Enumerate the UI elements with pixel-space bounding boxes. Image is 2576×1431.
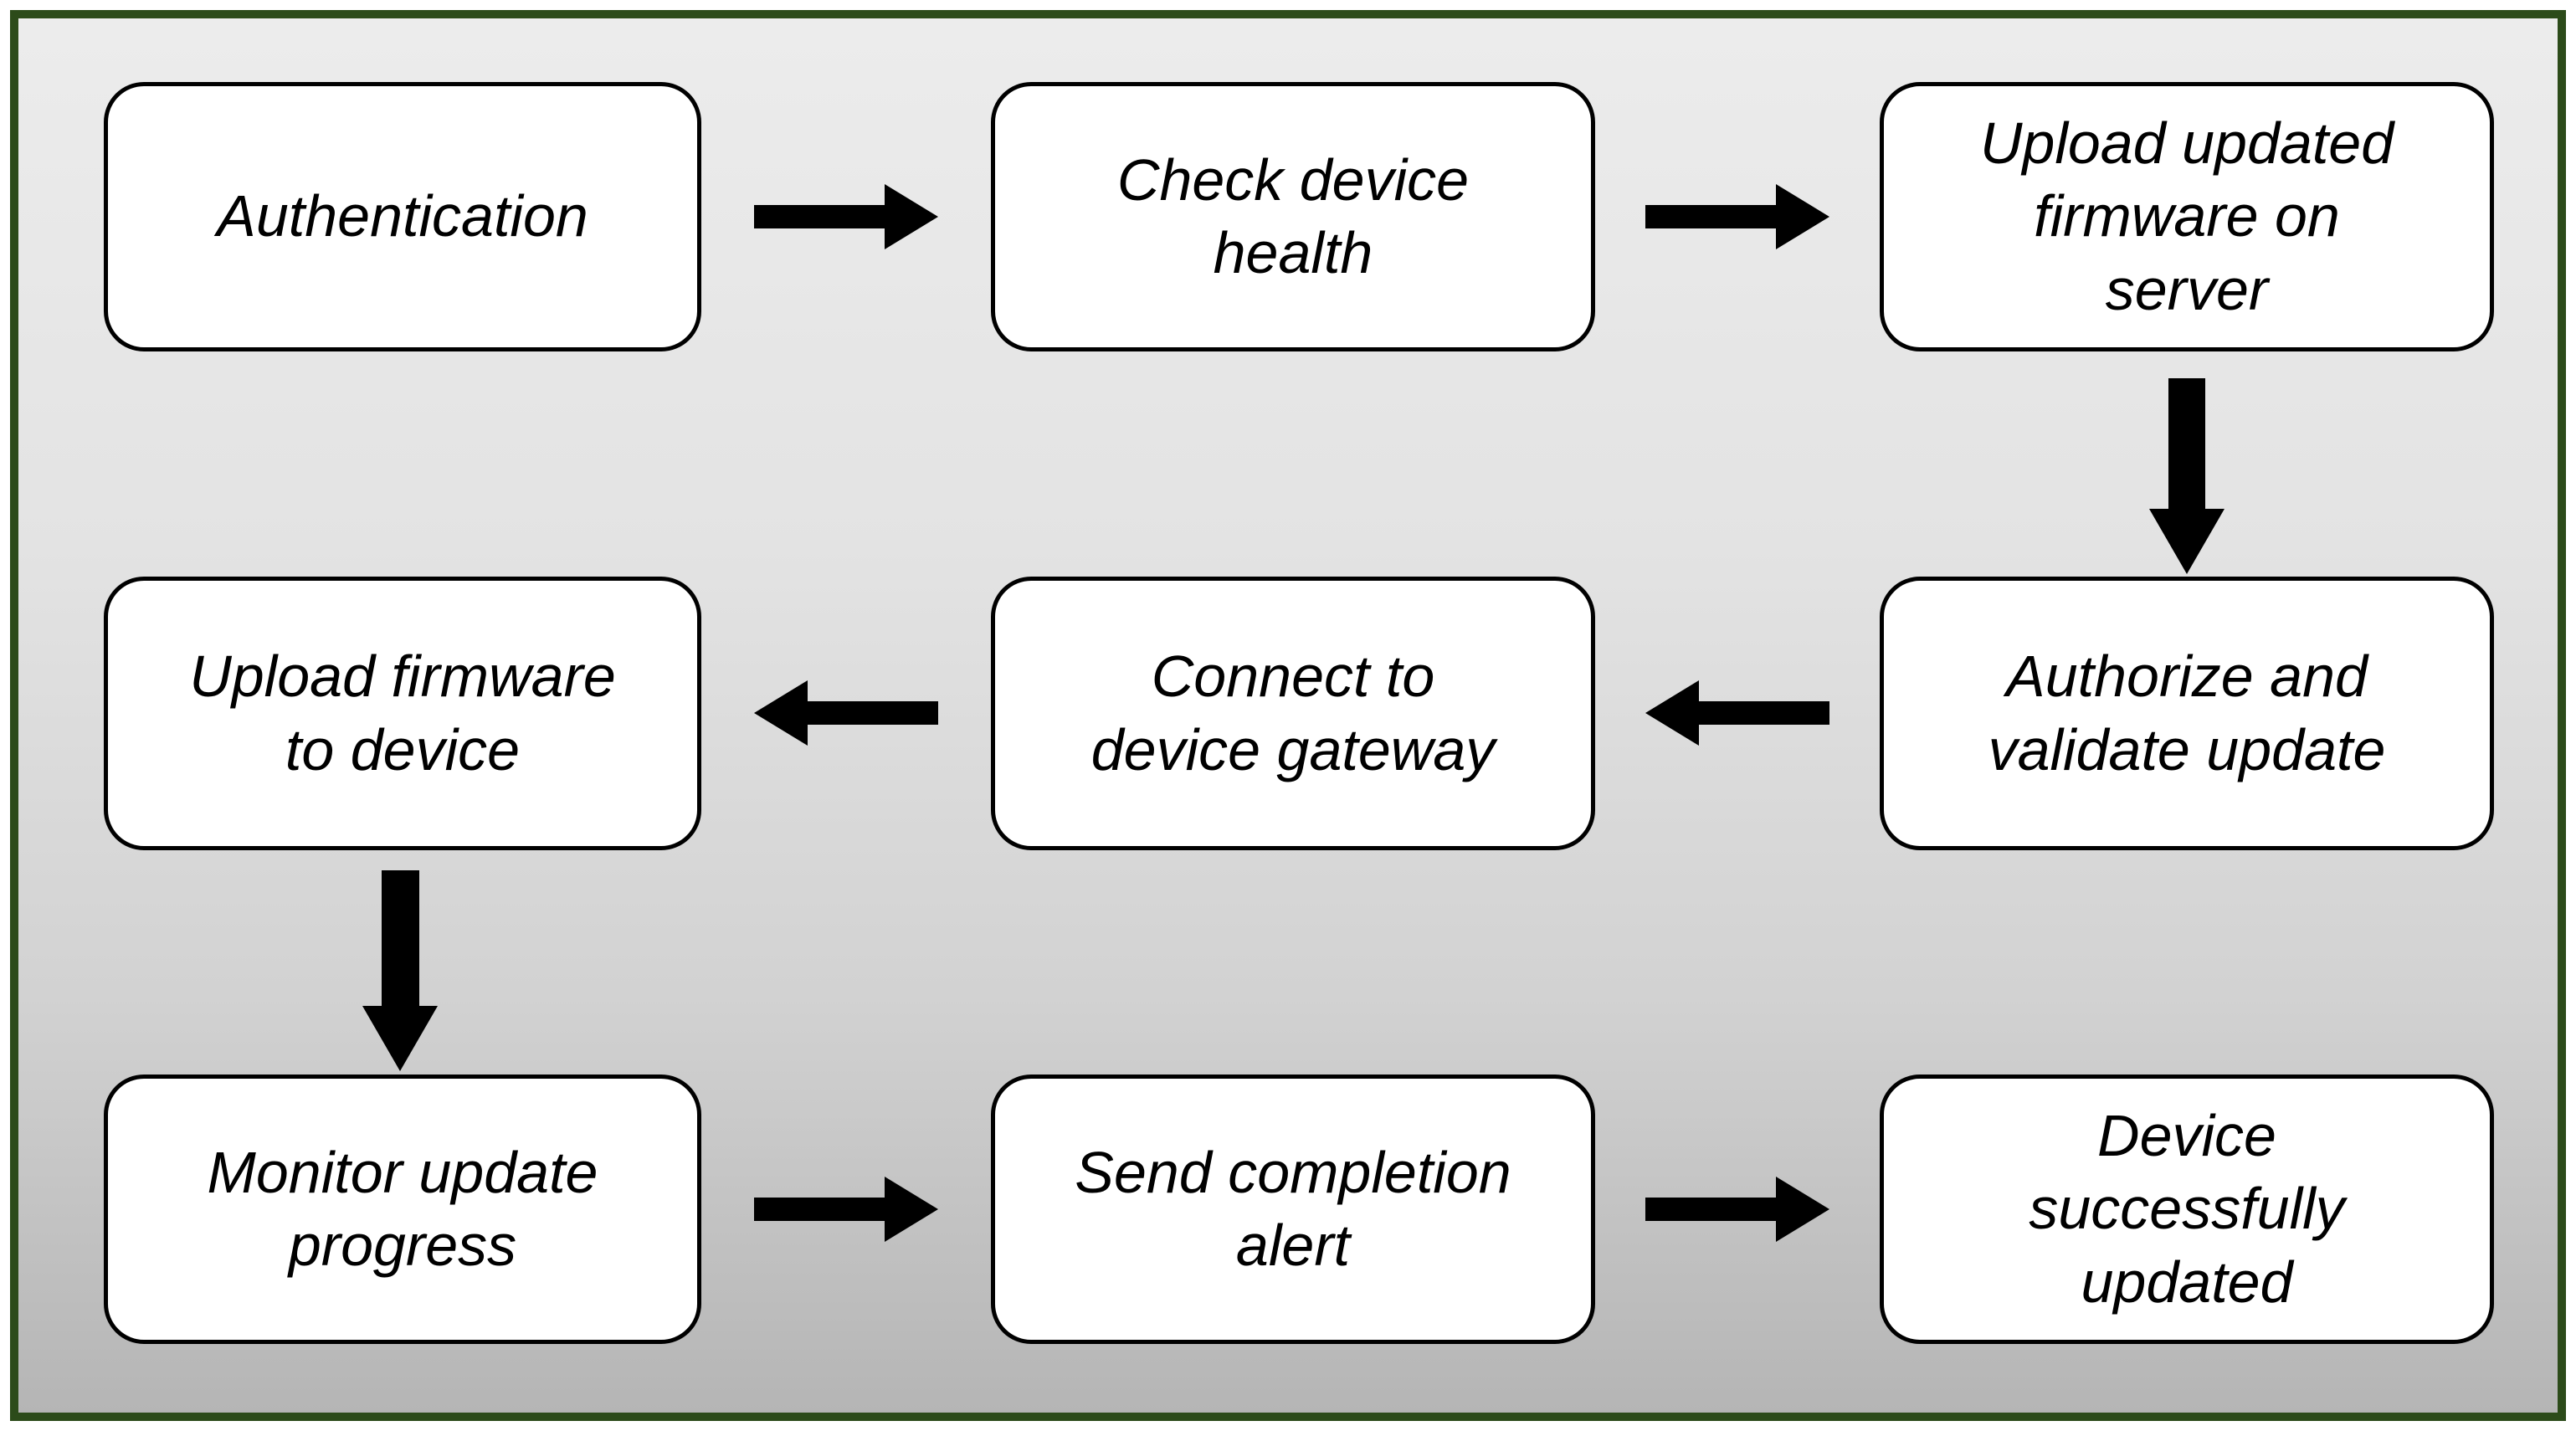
upload-server-to-authorize-arrow-icon (2149, 378, 2224, 574)
node-label: updated (2081, 1249, 2293, 1315)
node-label: successfully (2029, 1176, 2345, 1242)
node-label: Connect to (1151, 644, 1435, 709)
monitor-to-send-alert-arrow-icon (754, 1177, 938, 1242)
node-label: Send completion (1075, 1139, 1511, 1205)
authorize-to-connect-arrow-icon (1645, 680, 1829, 746)
node-label: validate update (1988, 716, 2386, 782)
node-label: Check device (1116, 146, 1470, 213)
send-alert-to-updated-arrow-icon (1645, 1177, 1829, 1242)
connect-to-upload-device-arrow-icon (754, 680, 938, 746)
node-label: alert (1235, 1213, 1351, 1278)
node-upload-updated-firmware-on-server: Upload updated firmware on server (1880, 82, 2494, 351)
node-label: Upload updated (1979, 110, 2394, 176)
check-to-upload-server-arrow-icon (1645, 184, 1829, 249)
upload-device-to-monitor-arrow-icon (362, 870, 438, 1071)
node-label: Authorize and (2006, 644, 2368, 709)
auth-to-check-arrow-icon (754, 184, 938, 249)
node-device-successfully-updated: Device successfully updated (1880, 1075, 2494, 1344)
node-connect-to-device-gateway: Connect to device gateway (991, 577, 1595, 850)
node-upload-firmware-to-device: Upload firmware to device (104, 577, 701, 850)
node-send-completion-alert: Send completion alert (991, 1075, 1595, 1344)
node-authentication: Authentication (104, 82, 701, 351)
node-label: device gateway (1090, 716, 1496, 782)
node-label: health (1213, 220, 1373, 285)
node-label: firmware on (2034, 183, 2340, 249)
node-label: Authentication (217, 183, 588, 249)
node-check-device-health: Check device health (991, 82, 1595, 351)
node-label: Upload firmware (189, 644, 616, 709)
node-label: Monitor update (207, 1139, 598, 1205)
node-monitor-update-progress: Monitor update progress (104, 1075, 701, 1344)
node-label: server (2105, 256, 2269, 322)
node-label: to device (285, 716, 521, 782)
node-label: progress (288, 1213, 517, 1278)
node-label: Device (2097, 1102, 2276, 1168)
node-authorize-and-validate-update: Authorize and validate update (1880, 577, 2494, 850)
